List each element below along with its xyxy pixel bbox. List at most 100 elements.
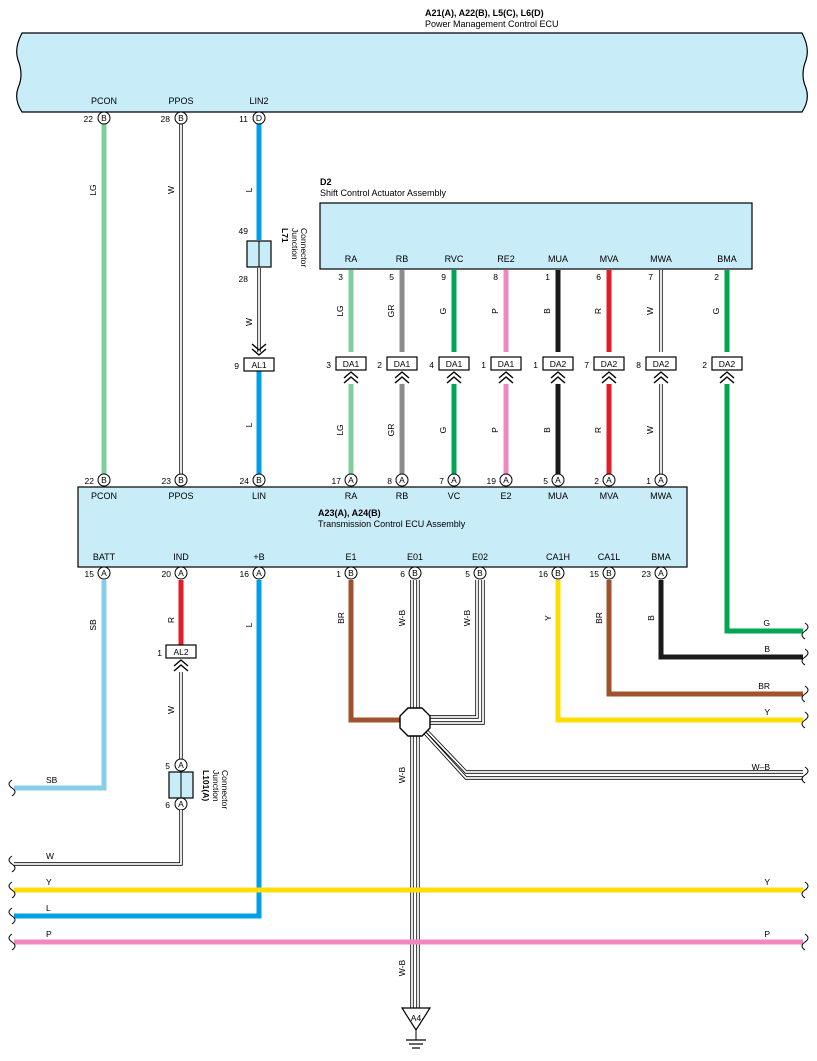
wc-act-up-4: B	[542, 308, 552, 314]
tcm-top-conn-6-circle	[499, 473, 513, 487]
left-label-1: W	[46, 851, 54, 861]
wc-ca1l: BR	[594, 612, 604, 624]
tcm-top-conn-9-circle	[654, 473, 668, 487]
inline-box-5	[593, 356, 625, 371]
left-break-icon-4	[8, 933, 16, 951]
tcm-bottom-pin-3: 1	[336, 569, 341, 579]
tcm-bottom-conn-0-letter: A	[101, 568, 107, 578]
actuator-terminal-rb: RB	[396, 254, 409, 264]
al1-code: AL1	[251, 360, 266, 370]
inline-box-6	[645, 356, 677, 371]
al1-inline-connector: 9 AL1	[234, 343, 275, 372]
actuator-terminal-re2: RE2	[497, 254, 515, 264]
l101-pin-bottom: 6	[165, 800, 170, 810]
right-bus-break-icon-0	[801, 881, 809, 899]
inline-code-6: DA2	[653, 359, 670, 369]
tcm-top-pin-6: 19	[487, 476, 497, 486]
right-break-icon-2	[801, 685, 809, 703]
wire-wb-right-1	[423, 731, 803, 779]
tcm-top-pin-0: 22	[85, 476, 95, 486]
inline-box-7	[711, 356, 743, 371]
wc-ind-up: R	[166, 617, 176, 623]
inline-chevron-4	[550, 371, 566, 384]
pm-pin-ppos: 28	[161, 114, 171, 124]
pm-ecu-code: A21(A), A22(B), L5(C), L6(D)	[425, 8, 544, 18]
tcm-bottom-conn-3-letter: B	[348, 568, 354, 578]
tcm-top-conn-8-circle	[602, 473, 616, 487]
tcm-top-pin-1: 23	[162, 476, 172, 486]
pm-conn-lin2: D	[256, 113, 262, 123]
wire-ind-w	[14, 810, 182, 865]
right-label-y-bus: Y	[764, 877, 770, 887]
right-bus-break-icon-1	[801, 933, 809, 951]
tcm-top-terminal-2: LIN	[252, 491, 266, 501]
l101-code: L101(A)	[201, 770, 211, 801]
wire-ca1l	[606, 580, 803, 697]
inline-code-0: DA1	[343, 359, 360, 369]
wire-e1	[348, 580, 403, 723]
l71-pin-bottom: 28	[239, 274, 249, 284]
al2-box	[165, 644, 197, 659]
right-label-p-bus: P	[764, 929, 770, 939]
wire-e02-1-outline	[428, 580, 485, 725]
tcm-bottom-conn-3-circle	[344, 566, 358, 580]
pm-ecu-name: Power Management Control ECU	[425, 19, 559, 29]
actuator-box	[319, 202, 753, 270]
inline-code-5: DA2	[601, 359, 618, 369]
wire-wb-right-0	[423, 727, 803, 773]
wire-wb-right-0-outline	[422, 726, 803, 774]
tcm-top-terminal-5: VC	[448, 491, 461, 501]
tcm-top-pin-3: 17	[332, 476, 342, 486]
tcm-top-conn-7-letter: A	[555, 475, 561, 485]
inline-box-2	[438, 356, 470, 371]
l101-top-circle	[174, 758, 188, 772]
wc-ca1h: Y	[543, 615, 553, 621]
tcm-bottom-terminal-5: E02	[472, 552, 488, 562]
wc-act-lo-4: B	[542, 427, 552, 433]
right-label-4: W–B	[752, 762, 771, 772]
tcm-bottom-conn-0-circle	[97, 566, 111, 580]
tcm-top-pin-9: 1	[646, 476, 651, 486]
inline-chevron-7	[719, 371, 735, 384]
actuator-terminal-mua: MUA	[548, 254, 568, 264]
left-label-4: P	[46, 929, 52, 939]
tcm-top-conn-6-letter: A	[503, 475, 509, 485]
wire-ind-w-outline	[14, 810, 183, 866]
wc-lin-low: L	[244, 422, 254, 427]
pm-ecu-box	[16, 32, 808, 113]
tcm-bottom-conn-8-letter: A	[658, 568, 664, 578]
actuator-terminal-bma: BMA	[717, 254, 737, 264]
wc-act-lo-3: P	[490, 427, 500, 433]
right-break-icon-4	[801, 766, 809, 784]
wc-act-lo-6: W	[645, 426, 655, 434]
inline-chevron-0	[343, 371, 359, 384]
l101-bottom-letter: A	[178, 799, 184, 809]
actuator-pin-bma: 2	[714, 272, 719, 282]
right-label-1: B	[764, 644, 770, 654]
wire-batt	[14, 580, 107, 791]
inline-chevron-5	[601, 371, 617, 384]
inline-code-1: DA1	[394, 359, 411, 369]
wc-act-up-3: P	[490, 308, 500, 314]
tcm-bottom-pin-1: 20	[162, 569, 172, 579]
tcm-top-conn-0-circle	[97, 473, 111, 487]
tcm-top-conn-2-circle	[252, 473, 266, 487]
pm-conn-ppos: B	[178, 113, 184, 123]
wc-act-lo-1: GR	[386, 424, 396, 437]
inline-pin-0: 3	[326, 360, 331, 370]
l101-label1: Junction	[211, 770, 221, 802]
tcm-top-conn-0-letter: B	[101, 475, 107, 485]
wc-act-up-5: R	[593, 308, 603, 314]
inline-pin-1: 2	[377, 360, 382, 370]
inline-chevron-1	[394, 371, 410, 384]
wc-gnd: W-B	[397, 766, 407, 783]
tcm-bottom-conn-5-circle	[473, 566, 487, 580]
ground-a4: A4	[400, 1007, 432, 1049]
actuator-pin-mwa: 7	[648, 272, 653, 282]
tcm-bottom-conn-8-circle	[654, 566, 668, 580]
actuator-pin-rb: 5	[389, 272, 394, 282]
wc-gnd-2: W-B	[397, 959, 407, 976]
